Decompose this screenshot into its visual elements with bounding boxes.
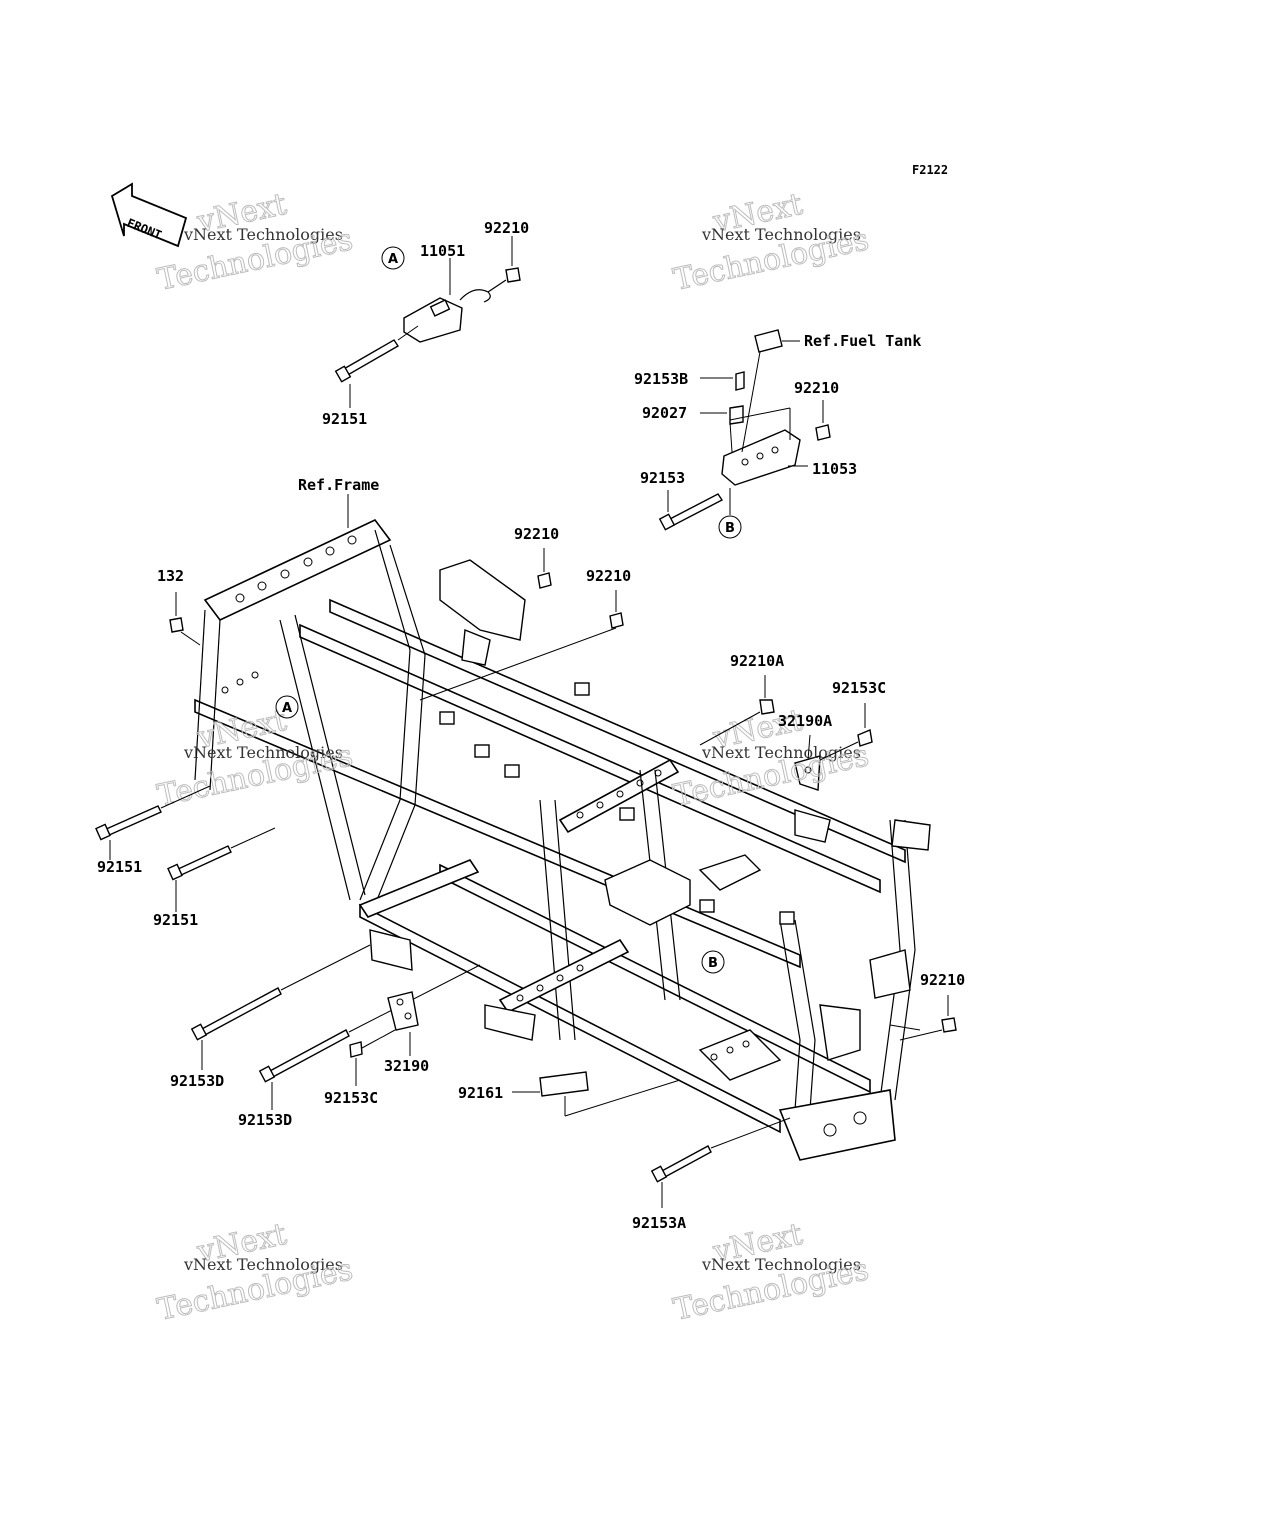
label-92210-fuel: 92210 (794, 379, 839, 397)
label-32190A: 32190A (778, 712, 832, 730)
watermark-mid-right: vNext vNext Technologies Technologies (670, 702, 872, 814)
label-11051: 11051 (420, 242, 465, 260)
label-92153D-1: 92153D (170, 1072, 224, 1090)
label-92210A: 92210A (730, 652, 784, 670)
pad-92161 (539, 1071, 589, 1097)
bolt-92151-left2 (175, 845, 232, 877)
watermark-top-right: vNext vNext Technologies Technologies (670, 186, 872, 298)
bolt-92151-left1 (103, 805, 162, 837)
frame-drawing (194, 518, 931, 1161)
bolt-92153D-2 (267, 1029, 350, 1079)
callout-b-frame-label: B (708, 956, 718, 971)
nut-92210-top (505, 267, 521, 283)
label-92210-mid2: 92210 (586, 567, 631, 585)
bolt-92153C-bottom (349, 1041, 363, 1058)
callout-a-frame-label: A (282, 701, 292, 716)
label-92027: 92027 (642, 404, 687, 422)
label-92161: 92161 (458, 1084, 503, 1102)
watermark-small-text: vNext Technologies (183, 1255, 343, 1274)
bracket-11051-assembly: A (334, 236, 521, 408)
watermark-small-text: vNext Technologies (183, 743, 343, 762)
bracket-11051 (403, 297, 463, 343)
callout-a-frame (275, 695, 299, 719)
label-92151-left1: 92151 (97, 858, 142, 876)
nut-92210A (759, 699, 775, 715)
bolt-92153C-right (857, 729, 873, 747)
callout-b-top (718, 515, 742, 539)
label-92153B: 92153B (634, 370, 688, 388)
label-92153C-bottom: 92153C (324, 1089, 378, 1107)
watermark-bottom-right: vNext vNext Technologies Technologies (670, 1216, 872, 1328)
small-hardware (169, 548, 957, 1041)
label-92210-top: 92210 (484, 219, 529, 237)
label-92151-left2: 92151 (153, 911, 198, 929)
label-92153D-2: 92153D (238, 1111, 292, 1129)
ref-fuel-tank-label: Ref.Fuel Tank (804, 332, 921, 350)
bottom-left-hardware (190, 944, 791, 1208)
bolt-92153A (659, 1145, 712, 1179)
front-arrow-icon: FRONT (110, 182, 188, 248)
plate-32190 (387, 991, 419, 1031)
bolt-92153B (735, 371, 745, 391)
label-92210-mid1: 92210 (514, 525, 559, 543)
fuel-tank-pad (754, 329, 783, 353)
collar-92027 (729, 405, 744, 425)
label-11053: 11053 (812, 460, 857, 478)
nut-92210-mid1 (537, 572, 552, 589)
figure-code: F2122 (912, 163, 948, 177)
bolt-92153D-1 (199, 987, 282, 1037)
label-132: 132 (157, 567, 184, 585)
nut-132 (169, 617, 184, 633)
callout-a-top-label: A (388, 252, 398, 267)
watermark-small-text: vNext Technologies (701, 1255, 861, 1274)
label-92153: 92153 (640, 469, 685, 487)
watermark-small-text: vNext Technologies (183, 225, 343, 244)
nut-92210-right (941, 1017, 957, 1033)
label-92210-right: 92210 (920, 971, 965, 989)
watermark-top-left: vNext vNext Technologies Technologies (154, 186, 356, 298)
ref-frame-label: Ref.Frame (298, 476, 379, 494)
callout-b-frame (701, 950, 725, 974)
watermark-bottom-left: vNext vNext Technologies Technologies (154, 1216, 356, 1328)
callout-b-top-label: B (725, 521, 735, 536)
watermark-small-text: vNext Technologies (701, 743, 861, 762)
label-92153A: 92153A (632, 1214, 686, 1232)
label-92151-top: 92151 (322, 410, 367, 428)
bolt-92151-top (341, 339, 399, 377)
left-bolts (95, 785, 276, 912)
callout-a-top (381, 246, 405, 270)
nut-92210-mid2 (609, 612, 624, 629)
watermark-small-text: vNext Technologies (701, 225, 861, 244)
bracket-11053-assembly: B (658, 329, 831, 539)
label-92153C-right: 92153C (832, 679, 886, 697)
label-32190: 32190 (384, 1057, 429, 1075)
bolt-92153 (666, 493, 724, 527)
nut-92210-fuel (815, 424, 831, 441)
